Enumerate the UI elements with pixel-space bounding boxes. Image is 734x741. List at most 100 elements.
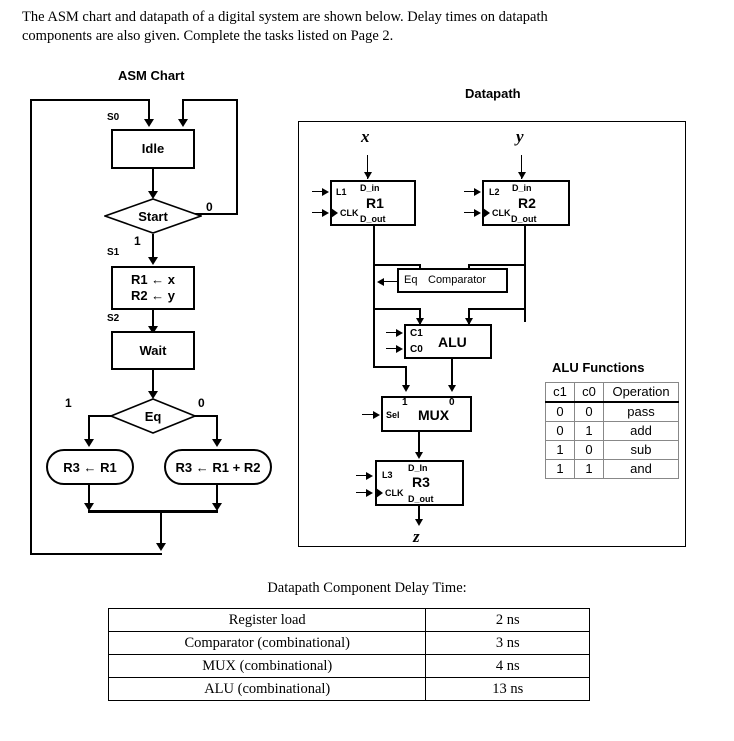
datapath-block-comparator (397, 268, 508, 293)
asm-state-text-wait: Wait (139, 342, 167, 358)
datapath-input-x: x (361, 127, 370, 146)
datapath-output-z: z (413, 527, 420, 546)
datapath-wire-r2-to-alu-v (468, 308, 470, 324)
datapath-wire-x (367, 155, 368, 179)
asm-wire-s1-to-s2 (152, 310, 154, 330)
alu-cell-operation: sub (603, 440, 679, 460)
asm-decision-start-true-label: 1 (134, 234, 141, 248)
datapath-pin-mux-sel: Sel (386, 410, 400, 420)
datapath-wire-z (418, 506, 420, 524)
alu-cell-c0: 0 (574, 440, 604, 460)
delay-cell-time: 4 ns (425, 654, 590, 678)
datapath-clk-triangle-r3 (376, 488, 383, 498)
datapath-wire-r2-to-cmp (468, 264, 526, 266)
datapath-wire-l2 (464, 191, 478, 192)
datapath-wire-r3-clk (356, 492, 370, 493)
delay-table: Register load 2 ns Comparator (combinati… (107, 608, 590, 701)
delay-cell-component: MUX (combinational) (107, 654, 427, 678)
datapath-pin-r3-load: L3 (382, 470, 393, 480)
asm-arrow-add-down (212, 503, 222, 511)
datapath-clk-triangle-r2 (483, 208, 490, 218)
datapath-wire-mux-to-r3 (418, 432, 420, 456)
datapath-wire-l3 (356, 475, 370, 476)
datapath-wire-c1 (386, 332, 400, 333)
asm-arrow-pass-down (84, 503, 94, 511)
asm-wire-eq0-v (216, 415, 218, 443)
asm-output-text-pass: R3 ← R1 (63, 459, 117, 475)
delay-table-row: Register load 2 ns (107, 608, 590, 632)
asm-output-oval-pass: R3 ← R1 (46, 449, 134, 485)
alu-cell-c0: 0 (574, 401, 604, 422)
asm-state-label-s2: S2 (107, 313, 120, 324)
asm-wire-eq1-h (88, 415, 112, 417)
delay-cell-component: ALU (combinational) (107, 677, 427, 701)
alu-table-header-operation: Operation (603, 382, 679, 403)
asm-arrow-eq0 (212, 439, 222, 447)
datapath-wire-r1-to-mux (373, 366, 407, 368)
datapath-arrow-r2-clk (474, 209, 481, 217)
alu-table-row: 0 1 add (545, 421, 679, 441)
delay-cell-time: 3 ns (425, 631, 590, 655)
datapath-block-name-mux: MUX (418, 407, 450, 423)
asm-chart-title: ASM Chart (118, 68, 185, 83)
intro-line-2: components are also given. Complete the … (22, 28, 394, 44)
asm-wire-return-top (30, 99, 150, 101)
asm-wire-merge-bar (88, 510, 218, 513)
datapath-title: Datapath (465, 86, 521, 101)
asm-arrow-eq1 (84, 439, 94, 447)
datapath-block-r1 (330, 180, 416, 226)
asm-wire-start0-bottom (186, 213, 238, 215)
asm-state-box-wait: Wait (111, 331, 195, 370)
delay-cell-time: 13 ns (425, 677, 590, 701)
datapath-arrow-c0 (396, 345, 403, 353)
asm-wire-entry-right (182, 99, 184, 121)
asm-arrow-merge-drop (156, 543, 166, 551)
alu-cell-operation: add (603, 421, 679, 441)
datapath-arrow-c1 (396, 329, 403, 337)
asm-decision-start-label: Start (138, 208, 168, 224)
datapath-arrow-eq-out (377, 278, 384, 286)
delay-cell-time: 2 ns (425, 608, 590, 632)
asm-state-text-idle: Idle (141, 141, 165, 156)
delay-table-caption: Datapath Component Delay Time: (267, 580, 467, 596)
asm-wire-merge-drop (160, 510, 162, 548)
delay-table-row: Comparator (combinational) 3 ns (107, 631, 590, 655)
asm-decision-start: Start (104, 198, 202, 234)
datapath-arrow-r1-clk (322, 209, 329, 217)
alu-cell-operation: pass (603, 401, 679, 422)
asm-decision-eq: Eq (110, 398, 196, 434)
datapath-arrow-r1-to-mux (402, 385, 410, 392)
alu-table-header-c1: c1 (545, 382, 575, 403)
datapath-block-alu (404, 324, 492, 359)
alu-cell-c0: 1 (574, 421, 604, 441)
intro-line-1: The ASM chart and datapath of a digital … (22, 9, 548, 25)
datapath-block-mux (381, 396, 472, 432)
datapath-wire-eq-out (381, 281, 397, 282)
asm-arrow-wait-to-eq (148, 391, 158, 399)
datapath-arrow-z (415, 519, 423, 526)
asm-arrow-start-to-s1 (148, 257, 158, 265)
datapath-wire-r1-to-cmp (373, 264, 421, 266)
asm-wire-eq1-v (88, 415, 90, 443)
datapath-pin-r3-din: D_In (408, 463, 428, 473)
datapath-pin-r2-din: D_in (512, 183, 532, 193)
alu-cell-c1: 0 (545, 421, 575, 441)
asm-output-oval-add: R3 ← R1 + R2 (164, 449, 272, 485)
datapath-wire-c0 (386, 348, 400, 349)
datapath-input-y: y (516, 127, 524, 146)
asm-arrow-idle-to-start (148, 191, 158, 199)
datapath-wire-r1-clk (312, 212, 326, 213)
alu-cell-c1: 1 (545, 440, 575, 460)
asm-decision-eq-label: Eq (144, 408, 162, 424)
asm-decision-eq-true-label: 1 (65, 396, 72, 410)
datapath-pin-alu-c0: C0 (410, 344, 423, 355)
asm-wire-entry-left (148, 99, 150, 121)
asm-arrow-s1-to-s2 (148, 326, 158, 334)
asm-state-box-idle: Idle (111, 129, 195, 169)
datapath-arrow-mux-to-r3 (415, 452, 423, 459)
alu-table-header-row: c1 c0 Operation (545, 382, 679, 403)
asm-wire-eq0-h (194, 415, 218, 417)
asm-wire-add-down (216, 485, 218, 508)
datapath-block-r2 (482, 180, 570, 226)
datapath-wire-r1-to-alu (373, 308, 421, 310)
